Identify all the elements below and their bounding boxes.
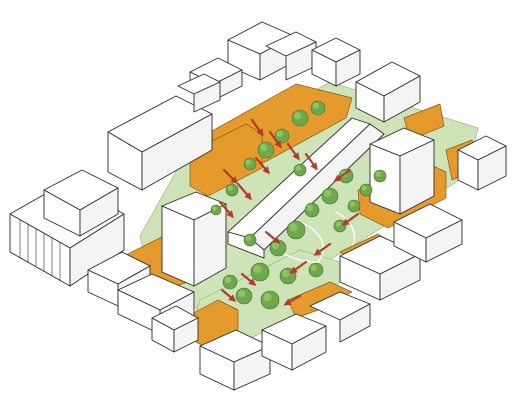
tower-left-front — [162, 206, 194, 286]
tree-icon — [309, 263, 323, 277]
tree-icon — [226, 184, 238, 196]
tree-icon — [211, 205, 221, 215]
tree-icon — [292, 110, 308, 126]
tree-icon — [374, 170, 386, 182]
tree-icon — [223, 275, 237, 289]
tree-icon — [294, 164, 306, 176]
tree-icon — [305, 203, 319, 217]
tree-icon — [236, 288, 252, 304]
tree-icon — [287, 221, 305, 239]
tree-icon — [251, 263, 269, 281]
tree-icon — [360, 184, 372, 196]
tree-icon — [322, 188, 338, 204]
tree-icon — [311, 101, 325, 115]
tree-icon — [348, 200, 360, 212]
tree-icon — [261, 291, 279, 309]
tree-icon — [244, 158, 256, 170]
tree-icon — [258, 142, 274, 158]
tree-icon — [244, 234, 256, 246]
